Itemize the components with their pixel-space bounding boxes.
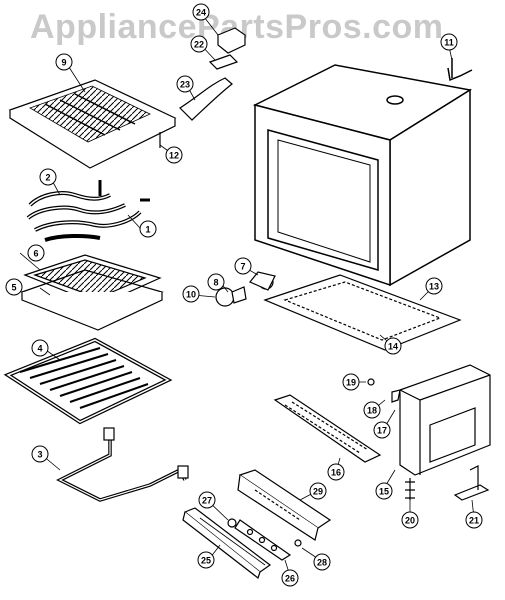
oven-light-assembly	[215, 271, 276, 307]
callout-20-label: 20	[405, 516, 415, 526]
callout-3: 3	[31, 445, 49, 463]
callout-16: 16	[327, 463, 345, 481]
callout-12-label: 12	[169, 151, 179, 161]
callout-28: 28	[313, 553, 331, 571]
part-11-sensor	[447, 58, 473, 82]
callout-18: 18	[363, 401, 381, 419]
part-3-bake-element	[56, 427, 189, 502]
callout-14: 14	[384, 337, 402, 355]
callout-24-label: 24	[196, 8, 206, 18]
callout-5: 5	[5, 278, 23, 296]
callout-14-label: 14	[388, 342, 398, 352]
callout-8: 8	[207, 273, 225, 291]
callout-28-label: 28	[317, 558, 327, 568]
part-9-top-panel	[8, 79, 177, 169]
callout-1-label: 1	[145, 225, 150, 235]
callout-29-label: 29	[313, 487, 323, 497]
callout-7-label: 7	[240, 262, 245, 272]
knob-parts	[227, 518, 302, 561]
small-hardware	[367, 378, 490, 501]
callout-13-label: 13	[429, 282, 439, 292]
callout-10: 10	[182, 285, 200, 303]
callout-19: 19	[342, 373, 360, 391]
callout-11: 11	[440, 33, 458, 51]
callout-20: 20	[401, 511, 419, 529]
callout-15: 15	[375, 482, 393, 500]
callout-29: 29	[309, 482, 327, 500]
callout-12: 12	[165, 146, 183, 164]
part-13-oven-bottom	[263, 274, 462, 351]
callout-6: 6	[27, 244, 45, 262]
callout-4-label: 4	[37, 344, 42, 354]
callout-17-label: 17	[377, 426, 387, 436]
callout-25-label: 25	[201, 556, 211, 566]
part-4-oven-rack	[3, 337, 173, 425]
callout-23-label: 23	[180, 80, 190, 90]
oven-cavity	[252, 64, 473, 287]
callout-8-label: 8	[213, 278, 218, 288]
callout-19-label: 19	[346, 378, 356, 388]
callout-17: 17	[373, 421, 391, 439]
callout-16-label: 16	[331, 468, 341, 478]
callout-5-label: 5	[11, 283, 16, 293]
callout-26-label: 26	[285, 574, 295, 584]
callout-21-label: 21	[469, 516, 479, 526]
callout-6-label: 6	[33, 249, 38, 259]
part-15-bracket	[391, 364, 491, 476]
callout-7: 7	[234, 257, 252, 275]
callout-2: 2	[39, 168, 57, 186]
callout-11-label: 11	[444, 38, 454, 48]
callout-23: 23	[176, 75, 194, 93]
part-16-kick-panel	[273, 394, 382, 463]
part-23-gasket	[179, 77, 233, 121]
callout-27: 27	[198, 491, 216, 509]
callout-layer	[19, 12, 475, 577]
callout-22-label: 22	[194, 40, 204, 50]
callout-9-label: 9	[61, 58, 66, 68]
callout-25: 25	[197, 551, 215, 569]
callout-2-label: 2	[45, 173, 50, 183]
callout-24: 24	[192, 3, 210, 21]
callout-9: 9	[55, 53, 73, 71]
callout-22: 22	[190, 35, 208, 53]
part-5-broiler-pan	[20, 269, 164, 331]
part-29-panel	[237, 469, 332, 541]
callout-10-label: 10	[186, 290, 196, 300]
callout-27-label: 27	[202, 496, 212, 506]
callout-13: 13	[425, 277, 443, 295]
callout-4: 4	[31, 339, 49, 357]
part-25-panel	[182, 507, 272, 579]
callout-26: 26	[281, 569, 299, 587]
part-22-24-switch	[208, 27, 247, 70]
callout-21: 21	[465, 511, 483, 529]
callout-15-label: 15	[379, 487, 389, 497]
callout-1: 1	[139, 220, 157, 238]
callout-3-label: 3	[37, 450, 42, 460]
callout-18-label: 18	[367, 406, 377, 416]
